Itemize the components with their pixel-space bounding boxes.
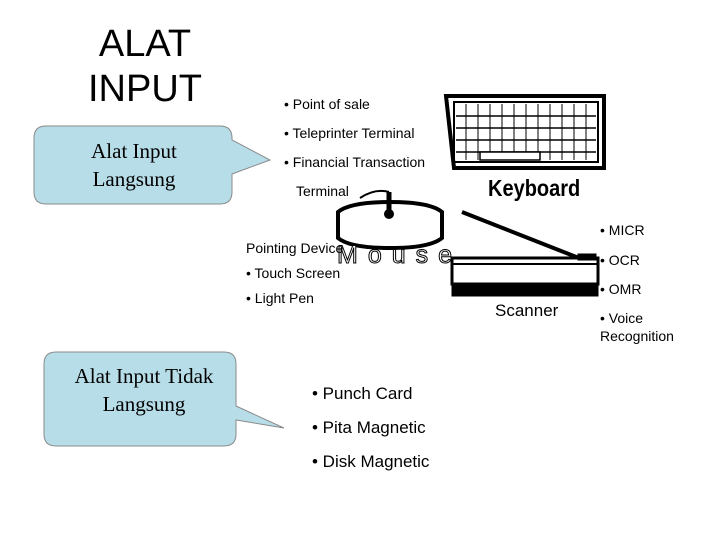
indirect-item-punch-card: • Punch Card — [312, 384, 413, 403]
callout-indirect-line-1: Alat Input Tidak — [74, 364, 214, 388]
title-line-2: INPUT — [88, 68, 202, 110]
page-title: ALAT INPUT — [70, 22, 220, 112]
terminal-item-financial: • Financial Transaction — [284, 154, 426, 170]
mouse-image — [336, 189, 444, 251]
indirect-item-disk-magnetic: • Disk Magnetic — [312, 452, 430, 471]
keyboard-label: Keyboard — [488, 176, 581, 202]
callout-direct-line-1: Alat Input — [91, 139, 177, 163]
callout-direct-shape — [33, 125, 272, 205]
mouse-label: Mouse — [336, 241, 463, 270]
terminal-item-point-of-sale: • Point of sale — [284, 96, 370, 112]
terminal-item-teleprinter: • Teleprinter Terminal — [284, 125, 415, 141]
pointing-item-touch-screen: • Touch Screen — [246, 265, 341, 281]
indirect-item-pita-magnetic: • Pita Magnetic — [312, 418, 426, 437]
keyboard-image — [443, 94, 606, 170]
scanner-item-voice-cont: Recognition — [600, 328, 674, 344]
terminal-item-financial-cont: Terminal — [296, 183, 349, 199]
scanner-item-micr: • MICR — [600, 222, 645, 238]
callout-indirect: Alat Input Tidak Langsung — [54, 362, 234, 418]
callout-direct-line-2: Langsung — [92, 167, 176, 191]
callout-direct: Alat Input Langsung — [44, 137, 224, 193]
scanner-item-omr: • OMR — [600, 281, 642, 297]
scanner-image — [450, 210, 600, 297]
callout-indirect-line-2: Langsung — [102, 392, 186, 416]
scanner-label: Scanner — [495, 301, 559, 320]
title-line-1: ALAT — [98, 23, 192, 65]
scanner-item-voice: • Voice — [600, 310, 644, 326]
callout-indirect-shape — [43, 351, 285, 447]
pointing-item-device: Pointing Device — [246, 240, 344, 256]
pointing-item-light-pen: • Light Pen — [246, 290, 314, 306]
scanner-item-ocr: • OCR — [600, 252, 640, 268]
